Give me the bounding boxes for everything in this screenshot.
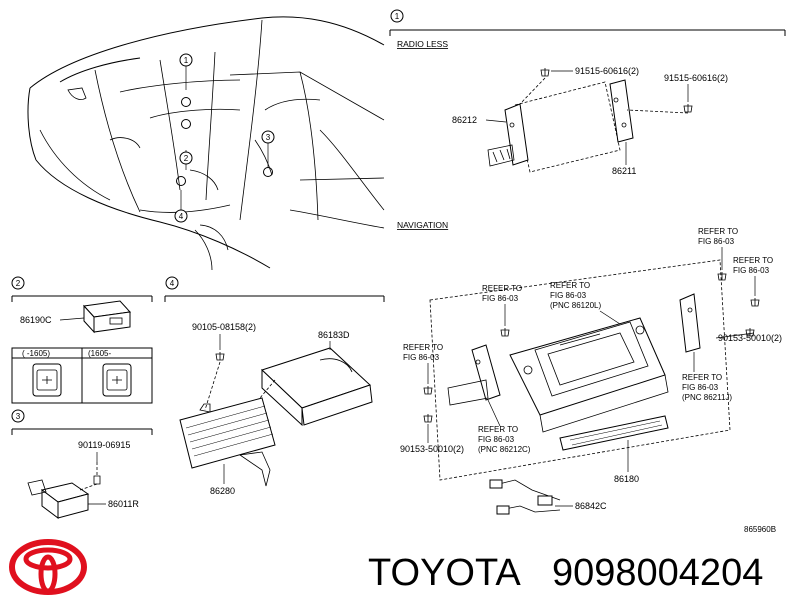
usb-variant-table: ( -1605) (1605- — [11, 347, 153, 404]
part-label-91515-b: 91515-60616(2) — [664, 73, 728, 83]
figure-code: 865960B — [744, 525, 776, 534]
navigation-heading: NAVIGATION — [397, 220, 448, 230]
svg-text:REFER TO: REFER TO — [482, 284, 522, 293]
radio-less-assembly — [487, 68, 693, 173]
svg-text:REFER TO: REFER TO — [478, 425, 518, 434]
amplifier-assembly — [179, 347, 373, 487]
car-callout-3: 3 — [261, 130, 275, 168]
toyota-logo-icon — [9, 539, 87, 595]
part-label-90153-a: 90153-50010(2) — [400, 444, 464, 454]
marker-circle — [181, 119, 191, 129]
part-label-86180: 86180 — [614, 474, 639, 484]
svg-text:REFER TO: REFER TO — [403, 343, 443, 352]
section-1-header: 1 — [389, 9, 786, 36]
part-label-86011r: 86011R — [108, 499, 139, 509]
part-label-86212: 86212 — [452, 115, 477, 125]
refer-1: REFER TO FIG 86-03 — [482, 284, 522, 326]
section-3-header: 3 — [11, 409, 153, 435]
svg-text:FIG 86-03: FIG 86-03 — [733, 266, 770, 275]
part-label-86842c: 86842C — [575, 501, 607, 511]
navigation-assembly — [423, 259, 760, 515]
refer-3: REFER TO FIG 86-03 — [698, 227, 738, 270]
svg-text:3: 3 — [16, 412, 21, 421]
car-callout-1: 1 — [179, 53, 193, 90]
svg-text:(PNC 86212C): (PNC 86212C) — [478, 445, 531, 454]
svg-text:FIG 86-03: FIG 86-03 — [482, 294, 519, 303]
module-86011r — [27, 462, 101, 519]
part-label-86190c: 86190C — [20, 315, 52, 325]
part-label-90153-b: 90153-50010(2) — [718, 333, 782, 343]
usb-port-assembly — [82, 300, 132, 334]
refer-2: REFER TO FIG 86-03 (PNC 86120L) — [550, 281, 621, 325]
brand-part-number: 9098004204 — [552, 552, 763, 594]
section-2-header: 2 — [11, 276, 153, 302]
svg-text:FIG 86-03: FIG 86-03 — [682, 383, 719, 392]
usb-variant-left: ( -1605) — [22, 349, 50, 358]
radio-less-heading: RADIO LESS — [397, 39, 448, 49]
marker-circle — [181, 97, 191, 107]
part-label-90105: 90105-08158(2) — [192, 322, 256, 332]
part-label-86211: 86211 — [612, 166, 636, 176]
svg-text:(PNC 86211J): (PNC 86211J) — [682, 393, 732, 402]
refer-6: REFER TO FIG 86-03 (PNC 86211J) — [682, 352, 732, 402]
svg-text:1: 1 — [395, 12, 400, 21]
refer-5: REFER TO FIG 86-03 — [403, 343, 443, 384]
svg-text:FIG 86-03: FIG 86-03 — [698, 237, 735, 246]
svg-text:REFER TO: REFER TO — [733, 256, 773, 265]
brand-name: TOYOTA — [368, 552, 521, 594]
svg-text:FIG 86-03: FIG 86-03 — [550, 291, 587, 300]
part-label-91515-a: 91515-60616(2) — [575, 66, 639, 76]
marker-circle — [176, 176, 186, 186]
part-label-86183d: 86183D — [318, 330, 350, 340]
svg-text:FIG 86-03: FIG 86-03 — [403, 353, 440, 362]
svg-text:REFER TO: REFER TO — [550, 281, 590, 290]
svg-text:REFER TO: REFER TO — [682, 373, 722, 382]
svg-text:3: 3 — [266, 133, 271, 142]
svg-text:(PNC 86120L): (PNC 86120L) — [550, 301, 601, 310]
svg-text:2: 2 — [16, 279, 21, 288]
svg-text:1: 1 — [184, 56, 189, 65]
part-label-90119: 90119-06915 — [78, 440, 130, 450]
section-4-header: 4 — [164, 276, 385, 302]
car-callout-2: 2 — [179, 150, 193, 170]
refer-4: REFER TO FIG 86-03 — [733, 256, 773, 296]
car-interior-illustration — [27, 16, 385, 271]
svg-text:FIG 86-03: FIG 86-03 — [478, 435, 515, 444]
refer-7: REFER TO FIG 86-03 (PNC 86212C) — [478, 399, 531, 454]
svg-text:4: 4 — [179, 212, 184, 221]
svg-text:REFER TO: REFER TO — [698, 227, 738, 236]
svg-text:4: 4 — [170, 279, 175, 288]
marker-circle — [263, 167, 273, 177]
car-callout-4: 4 — [174, 190, 188, 223]
part-label-86280: 86280 — [210, 486, 235, 496]
usb-variant-right: (1605- — [88, 349, 111, 358]
svg-text:2: 2 — [184, 154, 189, 163]
